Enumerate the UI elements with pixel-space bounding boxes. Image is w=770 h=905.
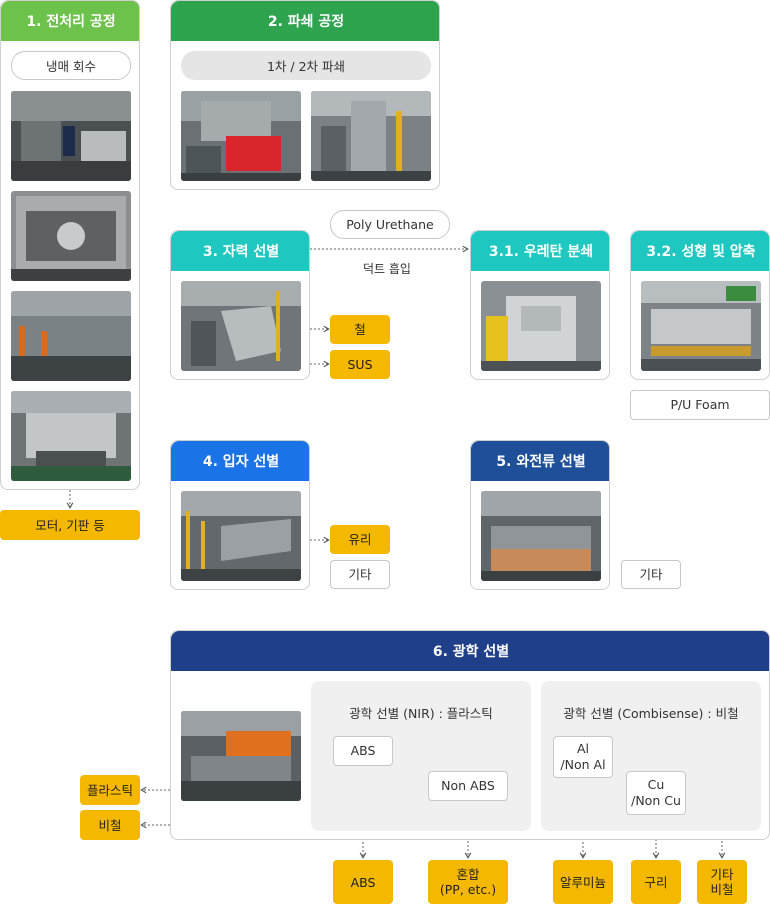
step6-title: 6. 광학 선별: [171, 631, 769, 671]
step5-panel: 5. 와전류 선별: [470, 440, 610, 590]
poly-urethane-pill: Poly Urethane: [330, 210, 450, 239]
step3-panel: 3. 자력 선별: [170, 230, 310, 380]
step2-title: 2. 파쇄 공정: [171, 1, 439, 41]
step4-output-other: 기타: [330, 560, 390, 589]
duct-suction-label: 덕트 흡입: [363, 262, 411, 276]
step1-panel: 1. 전처리 공정 냉매 회수: [0, 0, 140, 490]
step3-output-sus: SUS: [330, 350, 390, 379]
step5-output-other: 기타: [621, 560, 681, 589]
nir-abs-node: ABS: [333, 736, 393, 766]
step3-output-iron: 철: [330, 315, 390, 344]
step1-photo-3: [11, 291, 131, 381]
step31-panel: 3.1. 우레탄 분쇄: [470, 230, 610, 380]
step6-output-plastic: 플라스틱: [80, 775, 140, 805]
nir-section-title: 광학 선별 (NIR) : 플라스틱: [349, 706, 493, 721]
pu-foam-output: P/U Foam: [630, 390, 770, 420]
refrigerant-recovery-pill: 냉매 회수: [11, 51, 131, 80]
step1-photo-1: [11, 91, 131, 181]
combi-al-node: Al /Non Al: [553, 736, 613, 778]
step3-title: 3. 자력 선별: [171, 231, 309, 271]
output-copper: 구리: [631, 860, 681, 904]
output-mixed-pp: 혼합 (PP, etc.): [428, 860, 508, 904]
step2-photo-1: [181, 91, 301, 181]
step4-title: 4. 입자 선별: [171, 441, 309, 481]
step31-photo: [481, 281, 601, 371]
crushing-pill: 1차 / 2차 파쇄: [181, 51, 431, 80]
combisense-section-title: 광학 선별 (Combisense) : 비철: [563, 706, 739, 721]
step1-title: 1. 전처리 공정: [1, 1, 139, 41]
step2-panel: 2. 파쇄 공정 1차 / 2차 파쇄: [170, 0, 440, 190]
nir-non-abs-node: Non ABS: [428, 771, 508, 801]
step6-photo: [181, 711, 301, 801]
step32-photo: [641, 281, 761, 371]
output-aluminum: 알루미늄: [553, 860, 613, 904]
step4-panel: 4. 입자 선별: [170, 440, 310, 590]
output-other-nonferrous: 기타 비철: [697, 860, 747, 904]
output-abs: ABS: [333, 860, 393, 904]
step1-photo-2: [11, 191, 131, 281]
step32-panel: 3.2. 성형 및 압축: [630, 230, 770, 380]
step1-output-motor-pcb: 모터, 기판 등: [0, 510, 140, 540]
step2-photo-2: [311, 91, 431, 181]
step1-photo-4: [11, 391, 131, 481]
step4-photo: [181, 491, 301, 581]
step5-photo: [481, 491, 601, 581]
step4-output-glass: 유리: [330, 525, 390, 554]
step6-output-nonferrous: 비철: [80, 810, 140, 840]
combi-cu-node: Cu /Non Cu: [626, 771, 686, 815]
step5-title: 5. 와전류 선별: [471, 441, 609, 481]
step32-title: 3.2. 성형 및 압축: [631, 231, 769, 271]
step3-photo: [181, 281, 301, 371]
step31-title: 3.1. 우레탄 분쇄: [471, 231, 609, 271]
